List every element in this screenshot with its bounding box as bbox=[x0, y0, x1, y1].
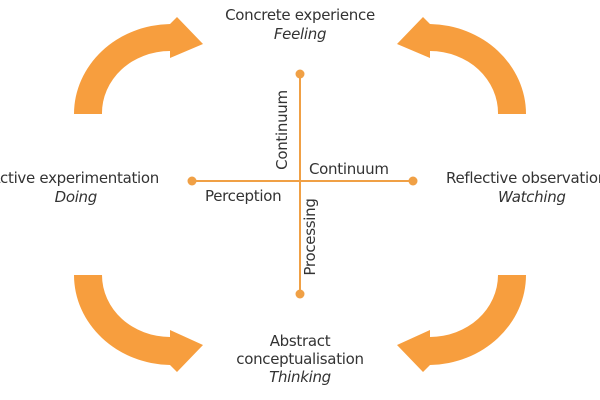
axis-label-horizontal-left: Perception bbox=[205, 187, 282, 205]
stage-title: Active experimentation bbox=[0, 169, 159, 187]
stage-reflective-observation: Reflective observation Watching bbox=[446, 169, 600, 207]
axis-label-vertical-top: Continuum bbox=[273, 90, 291, 170]
stage-title: Concrete experience bbox=[225, 6, 375, 24]
axis-label-horizontal-right: Continuum bbox=[309, 160, 389, 178]
axis-label-vertical-bottom: Processing bbox=[301, 198, 319, 276]
stage-subtitle: Feeling bbox=[273, 25, 327, 43]
stage-subtitle: Watching bbox=[498, 188, 566, 206]
stage-title-line2: conceptualisation bbox=[236, 350, 364, 368]
axis-dot-top bbox=[295, 69, 305, 79]
arrow-top-left bbox=[74, 17, 203, 114]
arrow-bottom-right bbox=[397, 275, 526, 372]
stage-concrete-experience: Concrete experience Feeling bbox=[200, 6, 400, 44]
axis-dot-right bbox=[408, 176, 418, 186]
stage-title-line1: Abstract bbox=[269, 332, 331, 350]
stage-active-experimentation: Active experimentation Doing bbox=[0, 169, 159, 207]
stage-subtitle: Thinking bbox=[269, 368, 331, 386]
stage-subtitle: Doing bbox=[54, 188, 98, 206]
axis-dot-bottom bbox=[295, 289, 305, 299]
stage-title: Reflective observation bbox=[446, 169, 600, 187]
arrow-bottom-left bbox=[74, 275, 203, 372]
arrow-top-right bbox=[397, 17, 527, 114]
stage-abstract-conceptualisation: Abstract conceptualisation Thinking bbox=[200, 332, 400, 386]
axis-dot-left bbox=[187, 176, 197, 186]
